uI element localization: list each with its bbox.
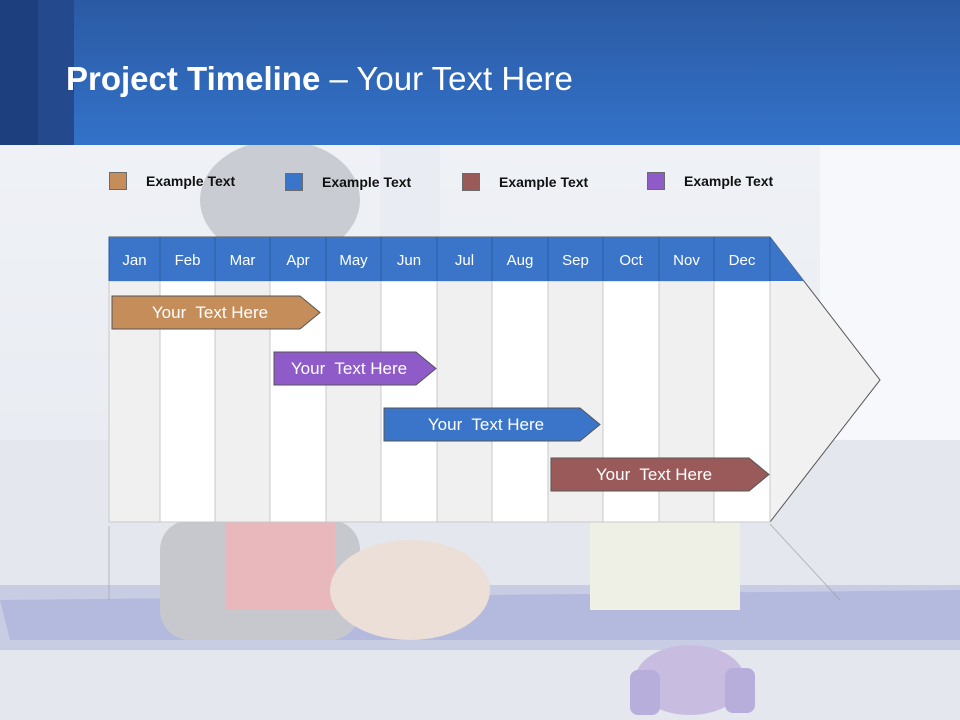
month-label: Oct — [619, 252, 643, 269]
legend-swatch — [285, 173, 303, 191]
legend-swatch — [647, 172, 665, 190]
month-column — [436, 280, 493, 523]
header-accent-stripe — [0, 0, 38, 145]
month-label: Mar — [230, 252, 256, 269]
task-bar — [111, 295, 321, 330]
task-bar-label: Your Text Here — [291, 359, 407, 378]
task-bar-label: Your Text Here — [152, 303, 268, 322]
task-bar — [550, 457, 770, 492]
month-header-bar — [109, 237, 804, 281]
page-title: Project Timeline – Your Text Here — [66, 60, 573, 98]
task-bar — [383, 407, 601, 442]
timeline-reflection — [108, 523, 841, 601]
month-label: Feb — [175, 252, 201, 269]
month-label: Aug — [507, 252, 534, 269]
legend-item: Example Text — [109, 170, 235, 192]
title-rest: – Your Text Here — [320, 60, 573, 97]
month-label: Nov — [673, 252, 700, 269]
legend-label: Example Text — [146, 173, 236, 189]
month-column — [491, 280, 549, 523]
legend-label: Example Text — [684, 173, 774, 189]
month-label: Jun — [397, 252, 421, 269]
legend-item: Example Text — [285, 171, 411, 193]
header-banner: Project Timeline – Your Text Here — [0, 0, 960, 145]
task-bar-label: Your Text Here — [596, 465, 712, 484]
month-label: Jul — [455, 252, 474, 269]
legend-item: Example Text — [462, 171, 588, 193]
legend-swatch — [462, 173, 480, 191]
title-bold: Project Timeline — [66, 60, 321, 97]
header-accent-stripe — [38, 0, 74, 145]
month-column — [325, 280, 382, 523]
timeline-month-header: Jan Feb Mar Apr May Jun Jul Aug Sep Oct Nov Dec — [108, 237, 804, 281]
month-label: May — [339, 252, 368, 269]
month-label: Sep — [562, 252, 589, 269]
legend-label: Example Text — [322, 174, 412, 190]
month-label: Apr — [286, 252, 309, 269]
month-column — [380, 280, 438, 523]
legend-swatch — [109, 172, 127, 190]
month-label: Dec — [729, 252, 756, 269]
legend-label: Example Text — [499, 174, 589, 190]
legend-item: Example Text — [647, 170, 773, 192]
month-label: Jan — [122, 252, 146, 269]
task-bar-label: Your Text Here — [428, 415, 544, 434]
task-bar — [273, 351, 437, 386]
